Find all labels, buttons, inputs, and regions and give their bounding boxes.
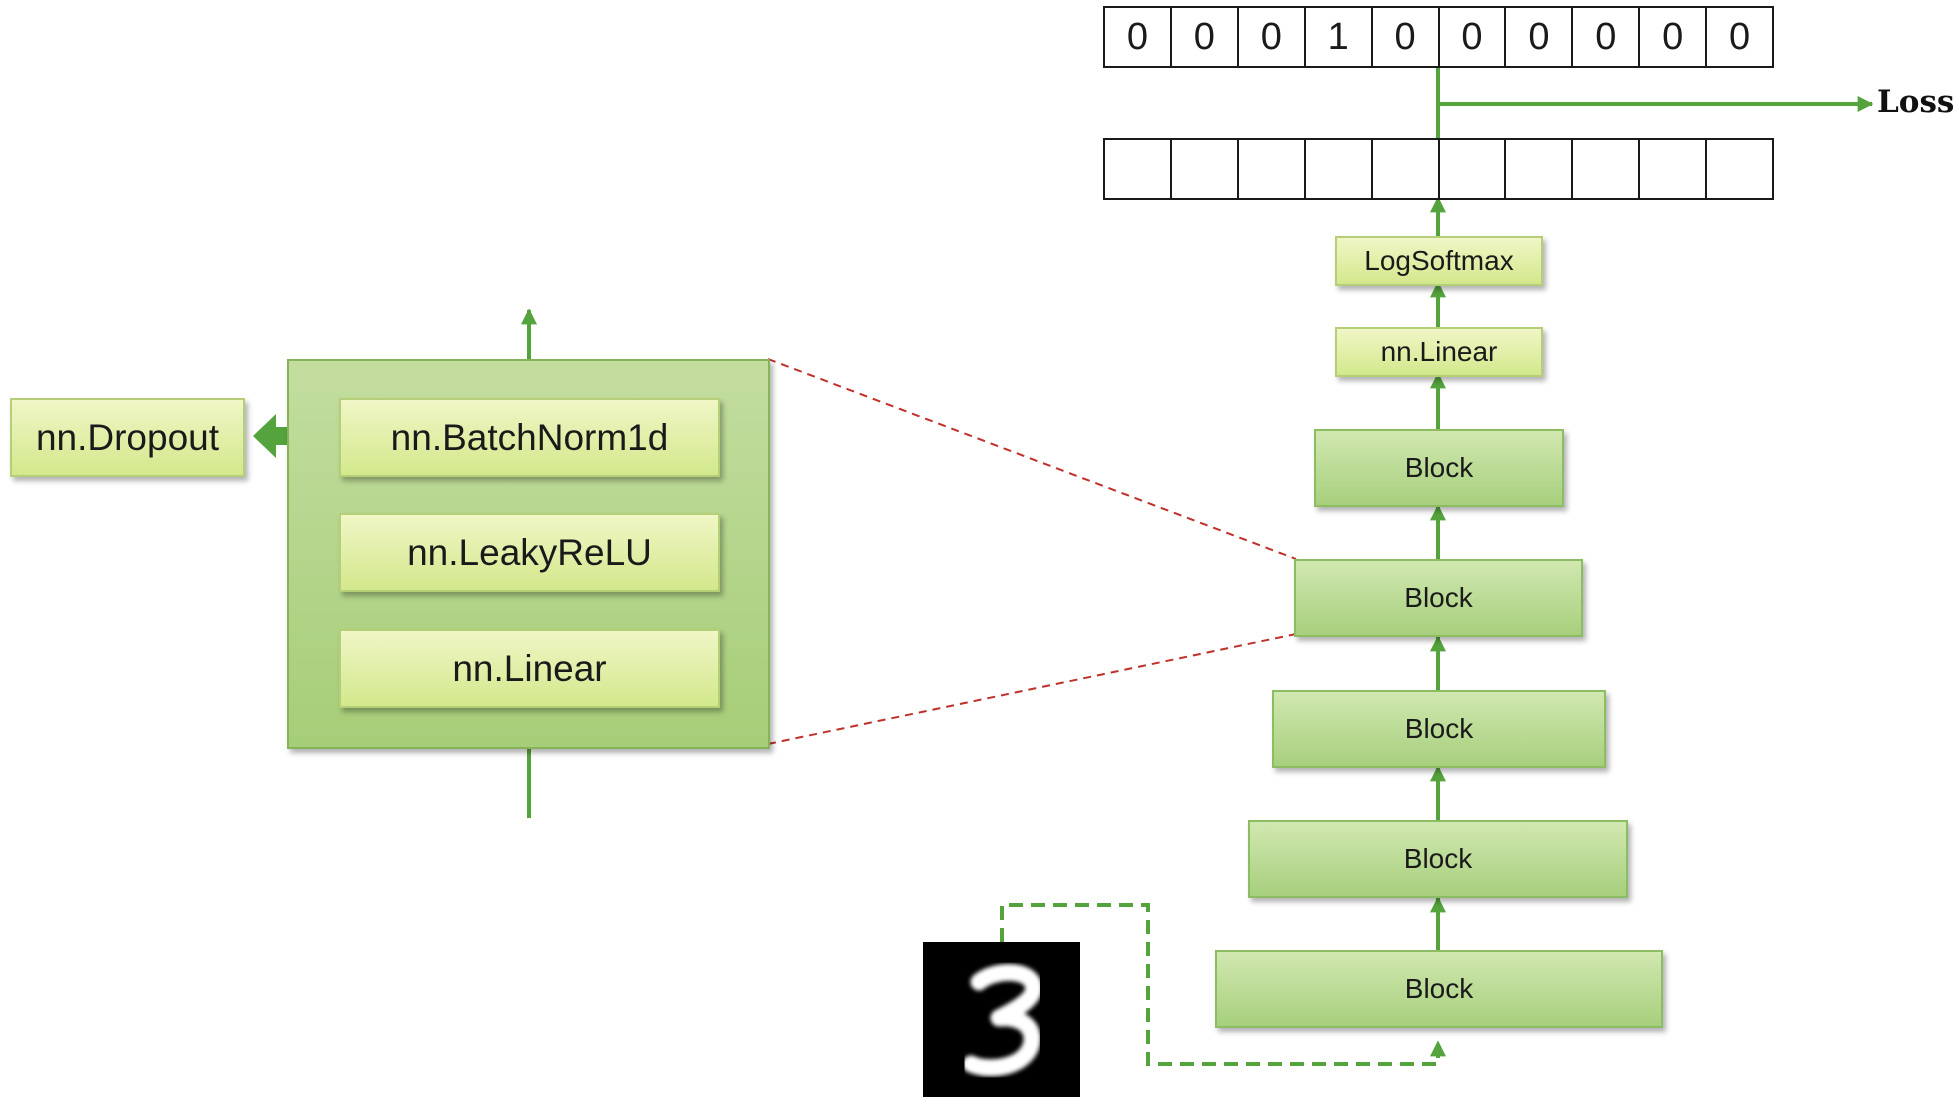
digit-three-glyph <box>962 964 1043 1077</box>
target-vector-cell: 0 <box>1105 8 1172 66</box>
output-vector-cell <box>1239 140 1306 198</box>
target-vector-cell: 0 <box>1640 8 1708 66</box>
block-box-5: Block <box>1314 429 1564 507</box>
target-vector-cell: 0 <box>1506 8 1574 66</box>
leakyrelu-layer-box: nn.LeakyReLU <box>339 513 720 592</box>
target-vector-cell: 0 <box>1440 8 1507 66</box>
target-vector-cell: 0 <box>1172 8 1239 66</box>
output-vector-cell <box>1306 140 1373 198</box>
output-vector <box>1103 138 1774 200</box>
target-vector-cell: 0 <box>1373 8 1440 66</box>
output-vector-cell <box>1440 140 1507 198</box>
target-vector-cell: 1 <box>1306 8 1373 66</box>
output-vector-cell <box>1573 140 1641 198</box>
output-vector-cell <box>1640 140 1708 198</box>
target-vector-cell: 0 <box>1573 8 1641 66</box>
input-digit-image <box>923 942 1080 1097</box>
target-vector-cell: 0 <box>1729 15 1751 58</box>
dropout-box: nn.Dropout <box>10 398 245 477</box>
logsoftmax-box: LogSoftmax <box>1335 236 1543 286</box>
output-vector-cell <box>1373 140 1440 198</box>
block-box-4: Block <box>1294 559 1583 637</box>
output-vector-cell <box>1707 140 1772 198</box>
output-vector-cell <box>1105 140 1172 198</box>
output-vector-cell <box>1172 140 1239 198</box>
batchnorm-layer-box: nn.BatchNorm1d <box>339 398 720 477</box>
loss-label: Loss <box>1877 84 1954 120</box>
zoom-lines <box>767 358 1297 745</box>
block-box-1: Block <box>1215 950 1663 1028</box>
input-dashed-path <box>1000 903 1446 1066</box>
block-box-2: Block <box>1248 820 1628 898</box>
linear-layer-box: nn.Linear <box>339 629 720 708</box>
target-vector-cell: 0 <box>1239 8 1306 66</box>
output-vector-cell <box>1506 140 1574 198</box>
block-box-3: Block <box>1272 690 1606 768</box>
output-linear-box: nn.Linear <box>1335 327 1543 377</box>
target-vector: 0 0 0 1 0 0 0 0 0 0 <box>1103 6 1774 68</box>
stack-arrows <box>1430 66 1874 950</box>
